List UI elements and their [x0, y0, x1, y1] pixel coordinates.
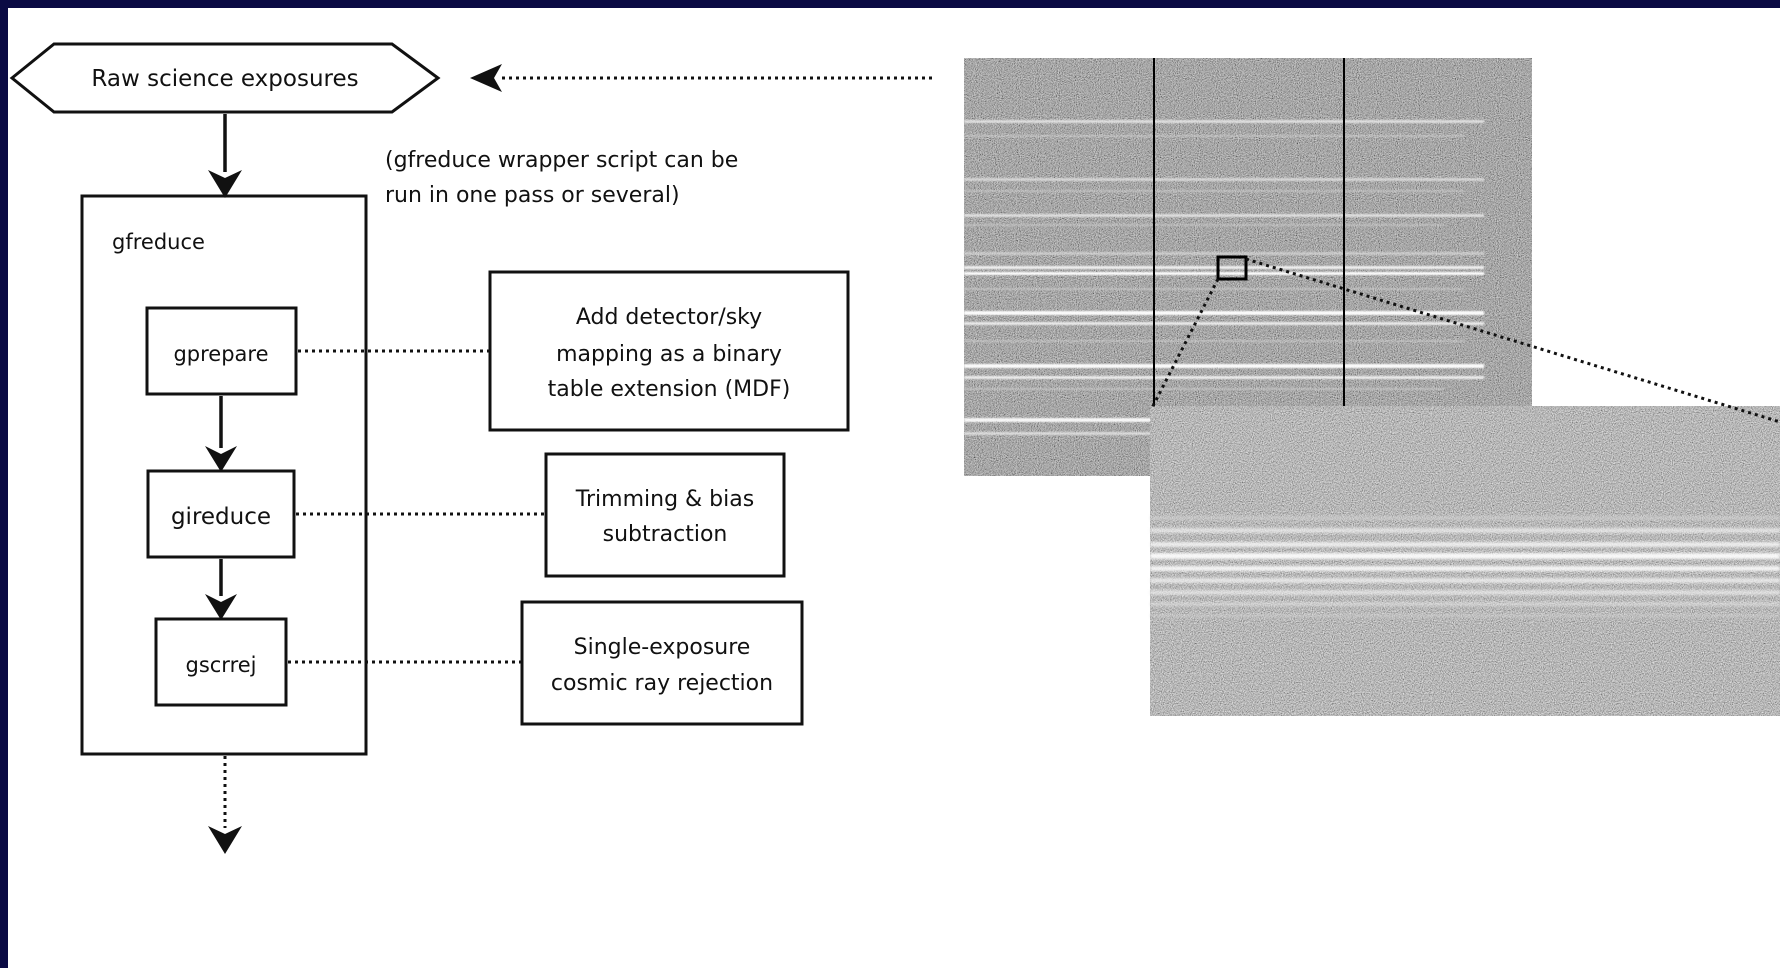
description-gprepare-line-2: mapping as a binary	[556, 342, 782, 367]
gfreduce-container: gfreduce	[80, 194, 368, 756]
zoom-line-left	[1150, 278, 1220, 409]
start-node: Raw science exposures	[9, 42, 441, 114]
description-gireduce: Trimming & bias subtraction	[544, 452, 786, 578]
zoomed-spectra-inset	[1150, 406, 1780, 716]
step-gscrrej-label: gscrrej	[185, 653, 256, 677]
start-node-label: Raw science exposures	[91, 66, 358, 92]
description-gprepare-line-3: table extension (MDF)	[548, 377, 791, 402]
step-gireduce: gireduce	[146, 469, 296, 559]
wrapper-note: (gfreduce wrapper script can be run in o…	[385, 148, 738, 208]
zoom-line-right	[1245, 257, 1780, 424]
step-gprepare-label: gprepare	[173, 342, 268, 366]
step-gireduce-label: gireduce	[171, 504, 271, 530]
inset-spectra-band	[1150, 516, 1780, 617]
description-gireduce-line-1: Trimming & bias	[575, 487, 754, 512]
note-line-1: (gfreduce wrapper script can be	[385, 148, 738, 173]
step-gscrrej: gscrrej	[154, 617, 288, 707]
arrow-gprepare-to-gireduce	[205, 396, 237, 472]
description-gscrrej: Single-exposure cosmic ray rejection	[520, 600, 804, 726]
description-gprepare-line-1: Add detector/sky	[576, 305, 762, 330]
diagram-panel: Raw science exposures (gfreduce wrapper …	[8, 8, 1780, 968]
description-gireduce-line-2: subtraction	[603, 522, 728, 547]
note-line-2: run in one pass or several)	[385, 183, 680, 208]
step-gprepare: gprepare	[145, 306, 298, 396]
description-gprepare: Add detector/sky mapping as a binary tab…	[488, 270, 850, 432]
dotted-arrow-to-start	[470, 64, 932, 92]
description-gscrrej-line-2: cosmic ray rejection	[551, 671, 773, 696]
zoom-region-marker	[1216, 255, 1248, 281]
dotted-output-arrow	[208, 756, 242, 854]
flowchart-svg: Raw science exposures (gfreduce wrapper …	[9, 42, 1780, 854]
spectra-lines	[964, 120, 1484, 435]
gfreduce-container-label: gfreduce	[112, 230, 205, 254]
description-gscrrej-line-1: Single-exposure	[574, 635, 751, 660]
arrow-gireduce-to-gscrrej	[205, 559, 237, 620]
arrow-start-to-gfreduce	[208, 114, 242, 198]
